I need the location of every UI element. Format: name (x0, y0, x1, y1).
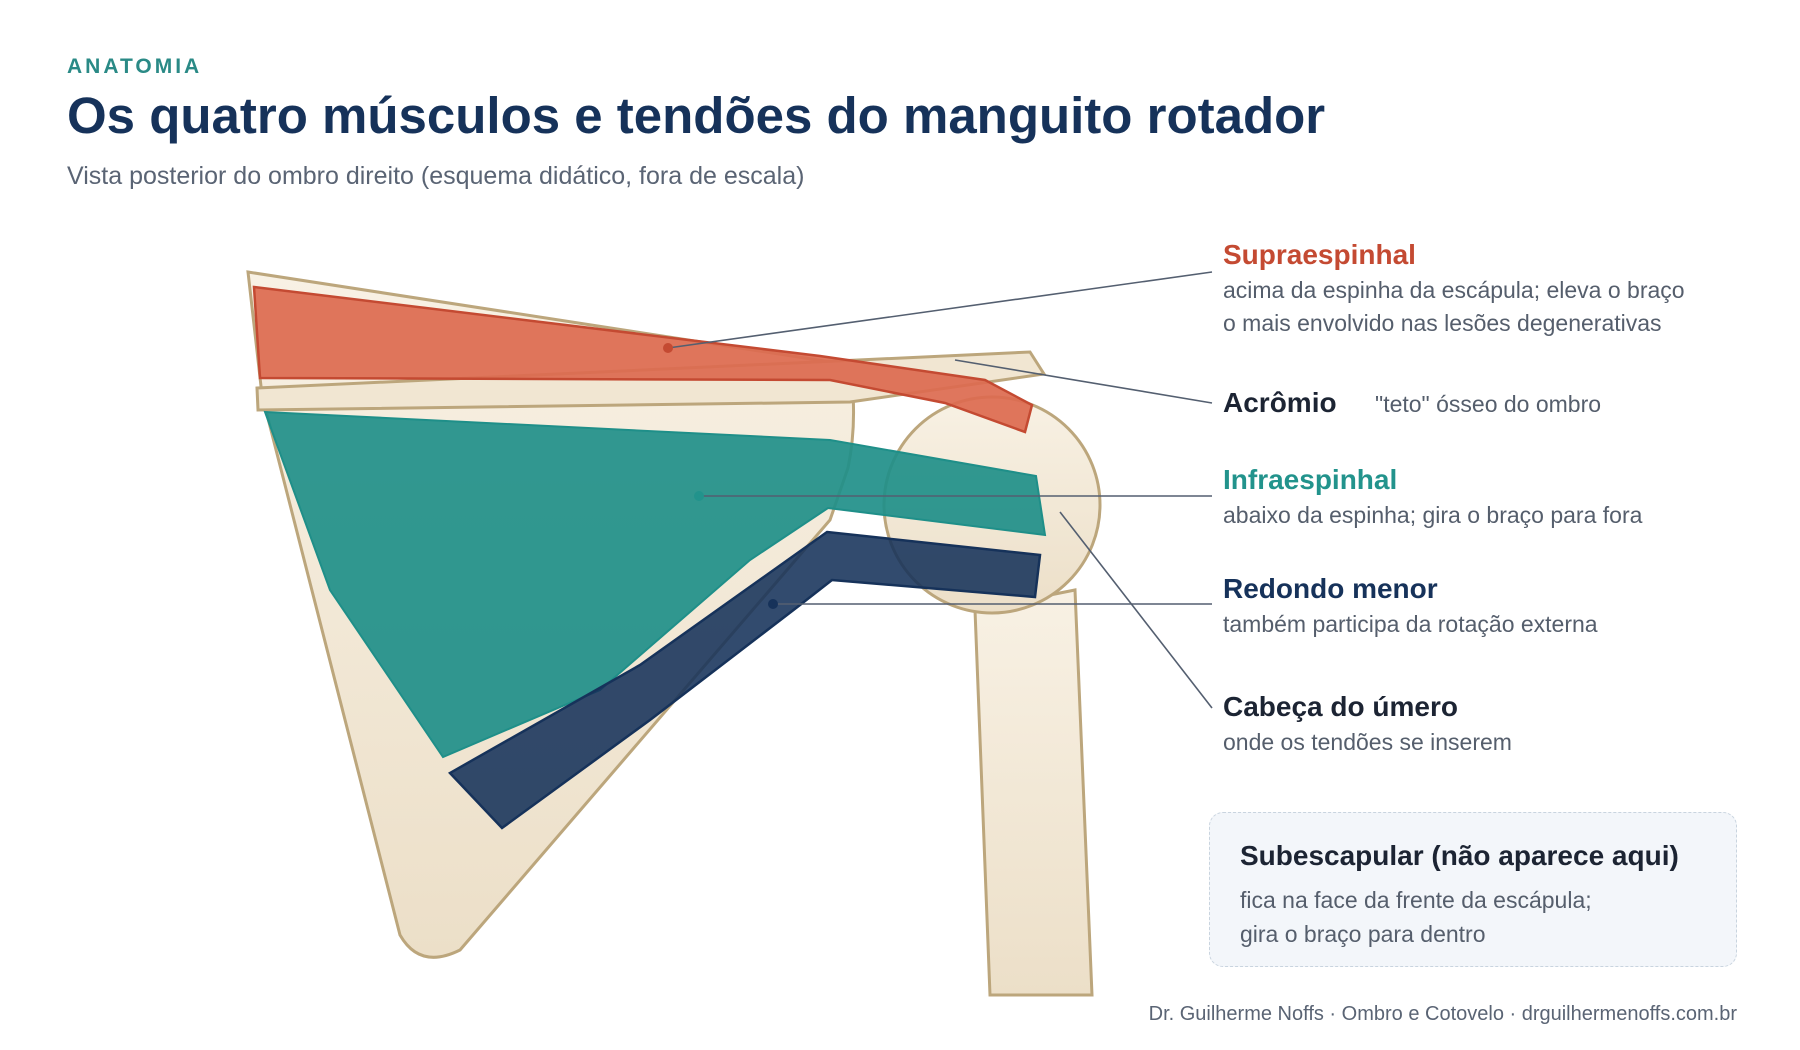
supraespinhal-muscle (252, 285, 1034, 434)
label-cabeca-umero-name: Cabeça do úmero (1223, 691, 1458, 722)
anchor-infraespinhal (694, 491, 704, 501)
humerus-shaft (973, 588, 1094, 997)
label-supraespinhal-desc-1: acima da espinha da escápula; eleva o br… (1223, 277, 1685, 303)
leader-cabeca-umero (1059, 511, 1213, 709)
page-subtitle: Vista posterior do ombro direito (esquem… (67, 162, 805, 190)
subescapular-note-desc-2: gira o braço para dentro (1240, 921, 1486, 947)
label-cabeca-umero-desc: onde os tendões se inserem (1223, 729, 1512, 755)
subescapular-note-desc-1: fica na face da frente da escápula; (1240, 887, 1592, 913)
label-cabeca-umero: Cabeça do úmero onde os tendões se inser… (1223, 690, 1512, 759)
label-infraespinhal-desc: abaixo da espinha; gira o braço para for… (1223, 502, 1643, 528)
redondo-menor-muscle (447, 530, 1042, 830)
label-acromio-desc: "teto" ósseo do ombro (1375, 391, 1602, 417)
label-supraespinhal: Supraespinhal acima da espinha da escápu… (1223, 238, 1685, 340)
label-acromio: Acrômio "teto" ósseo do ombro (1223, 386, 1601, 421)
label-supraespinhal-name: Supraespinhal (1223, 239, 1416, 270)
anchor-redondo-menor (768, 599, 778, 609)
label-acromio-name: Acrômio (1223, 387, 1337, 418)
infraespinhal-muscle (263, 410, 1047, 759)
label-redondo-menor-name: Redondo menor (1223, 573, 1438, 604)
label-redondo-menor-desc: também participa da rotação externa (1223, 611, 1598, 637)
leader-acromio (954, 359, 1213, 404)
subescapular-note: Subescapular (não aparece aqui) fica na … (1209, 812, 1737, 967)
label-infraespinhal-name: Infraespinhal (1223, 464, 1398, 495)
label-supraespinhal-desc-2: o mais envolvido nas lesões degenerativa… (1223, 310, 1662, 336)
label-redondo-menor: Redondo menor também participa da rotaçã… (1223, 572, 1598, 641)
anchor-supraespinhal (663, 343, 673, 353)
leader-supraespinhal (667, 271, 1213, 349)
label-infraespinhal: Infraespinhal abaixo da espinha; gira o … (1223, 463, 1642, 532)
subescapular-note-title: Subescapular (não aparece aqui) (1240, 840, 1679, 871)
section-eyebrow: ANATOMIA (67, 55, 203, 78)
page-title: Os quatro músculos e tendões do manguito… (67, 87, 1326, 144)
footer-credit: Dr. Guilherme Noffs · Ombro e Cotovelo ·… (1148, 1003, 1737, 1025)
